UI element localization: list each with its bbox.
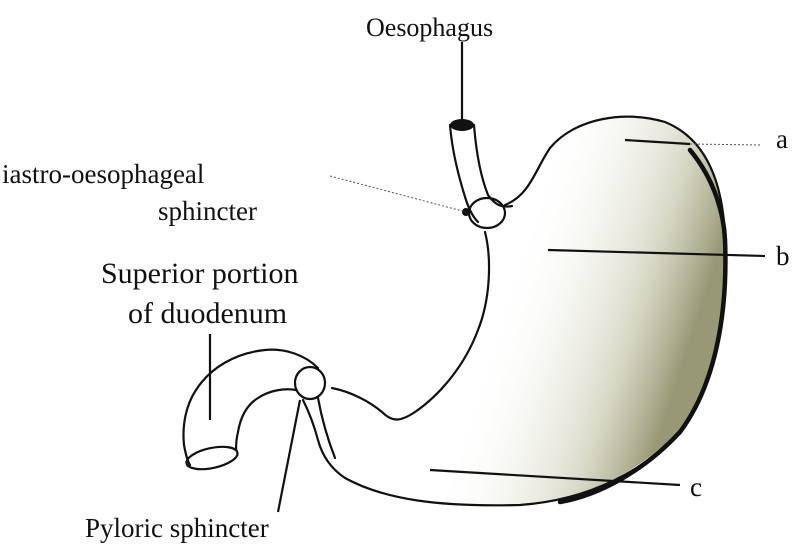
- pyloric-sphincter-ring: [295, 367, 325, 399]
- duodenum-opening: [184, 443, 239, 473]
- leader-gastro: [330, 176, 466, 212]
- leader-pyloric: [278, 400, 300, 512]
- label-gastro-line1: iastro-oesophageal: [2, 159, 204, 189]
- leader-a-thin: [690, 144, 760, 145]
- label-superior-line1: Superior portion: [101, 257, 298, 290]
- label-oesophagus: Oesophagus: [366, 13, 493, 42]
- label-pyloric: Pyloric sphincter: [85, 513, 269, 543]
- stomach: [303, 116, 725, 505]
- label-b: b: [776, 241, 790, 271]
- label-gastro-line2: sphincter: [158, 196, 257, 226]
- duodenum-lower-wall: [236, 389, 296, 450]
- oesophagus-right-wall: [474, 125, 512, 207]
- label-superior-line2: of duodenum: [128, 297, 287, 330]
- gastro-oesophageal-sphincter: [469, 198, 505, 228]
- oesophagus-left-wall: [450, 125, 478, 222]
- label-c: c: [690, 472, 702, 502]
- label-a: a: [776, 124, 788, 154]
